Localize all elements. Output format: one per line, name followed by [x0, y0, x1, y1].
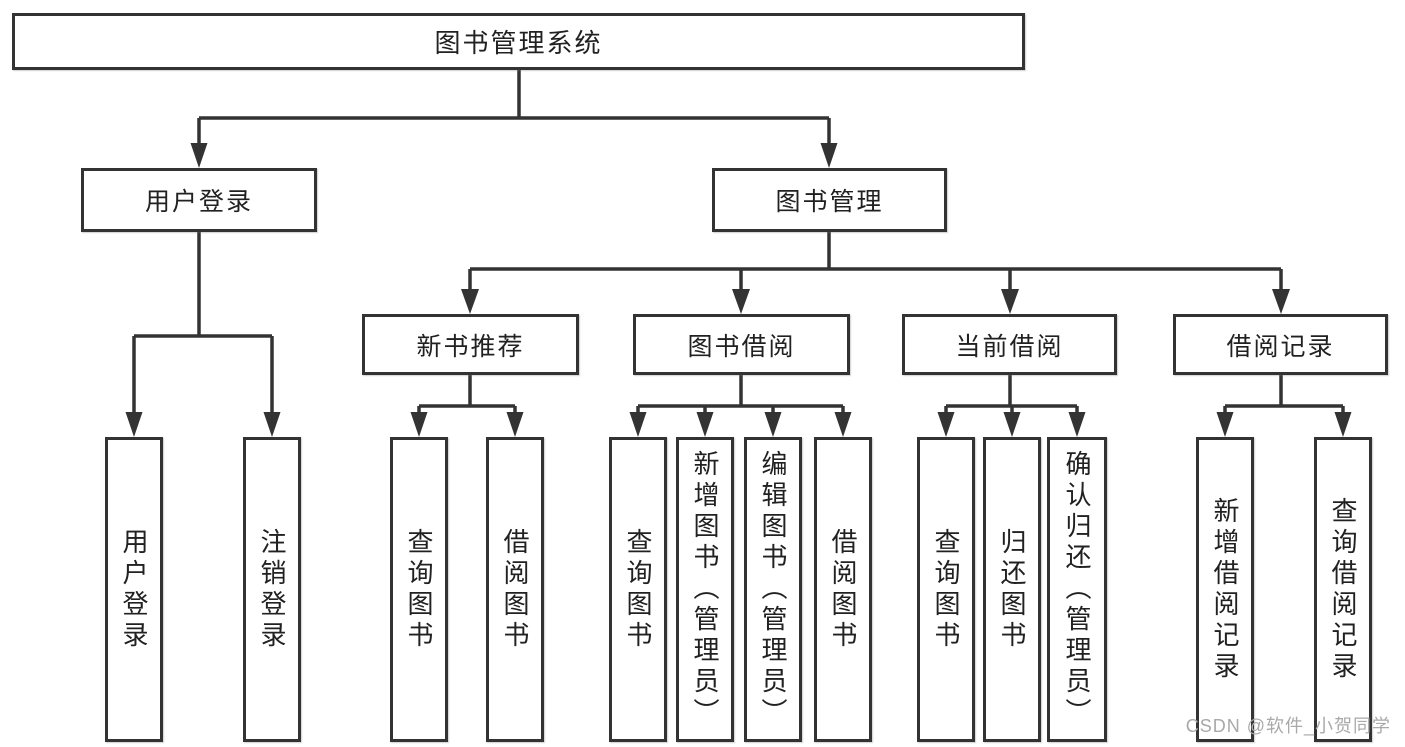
node-leaf-query-books-current: 查询图书 — [917, 437, 975, 742]
leaf-label: 查询借阅记录 — [1328, 496, 1358, 683]
node-leaf-edit-books-admin: 编辑图书（管理员） — [744, 437, 802, 742]
leaf-label: 新增图书（管理员） — [690, 450, 720, 729]
leaf-label: 编辑图书（管理员） — [758, 450, 788, 729]
node-leaf-query-borrow-record: 查询借阅记录 — [1314, 437, 1372, 742]
node-leaf-logout: 注销登录 — [243, 437, 301, 742]
leaf-label: 注销登录 — [257, 527, 287, 652]
node-leaf-return-books: 归还图书 — [983, 437, 1041, 742]
leaf-label: 查询图书 — [931, 527, 961, 652]
leaf-label: 归还图书 — [997, 527, 1027, 652]
node-leaf-confirm-return-admin: 确认归还（管理员） — [1047, 437, 1107, 742]
leaf-label: 用户登录 — [119, 527, 149, 652]
node-leaf-add-borrow-record: 新增借阅记录 — [1196, 437, 1254, 742]
node-leaf-borrow-books-recommend: 借阅图书 — [486, 437, 544, 742]
node-leaf-borrow-books-borrowing: 借阅图书 — [814, 437, 872, 742]
leaf-label: 新增借阅记录 — [1210, 496, 1240, 683]
leaf-label: 查询图书 — [404, 527, 434, 652]
node-leaf-query-books-borrowing: 查询图书 — [609, 437, 667, 742]
node-borrowing-records: 借阅记录 — [1173, 314, 1388, 375]
leaf-label: 确认归还（管理员） — [1062, 450, 1092, 729]
csdn-watermark: CSDN @软件_小贺同学 — [1185, 716, 1391, 736]
node-book-management: 图书管理 — [712, 168, 947, 232]
node-current-borrowing: 当前借阅 — [902, 314, 1117, 375]
node-leaf-query-books-recommend: 查询图书 — [390, 437, 448, 742]
node-leaf-add-books-admin: 新增图书（管理员） — [676, 437, 734, 742]
node-user-login: 用户登录 — [81, 168, 317, 232]
node-book-borrowing: 图书借阅 — [633, 314, 850, 375]
node-library-management-system: 图书管理系统 — [12, 13, 1025, 70]
leaf-label: 查询图书 — [623, 527, 653, 652]
node-new-book-recommend: 新书推荐 — [362, 314, 579, 375]
leaf-label: 借阅图书 — [500, 527, 530, 652]
leaf-label: 借阅图书 — [828, 527, 858, 652]
node-leaf-user-login: 用户登录 — [105, 437, 163, 742]
